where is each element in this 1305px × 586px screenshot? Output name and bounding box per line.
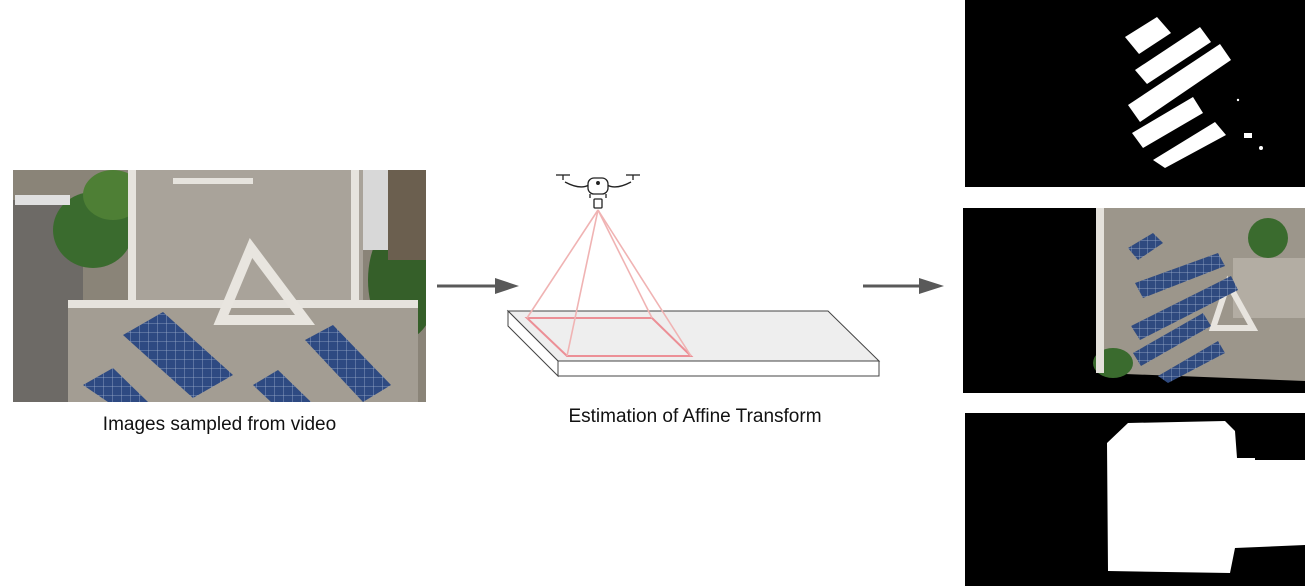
input-caption: Images sampled from video: [102, 414, 337, 435]
solar-panel-mask: [965, 0, 1305, 187]
arrow-right-icon: [437, 278, 519, 294]
solar-panel: [305, 325, 391, 402]
affine-transform-diagram: [506, 174, 881, 378]
drone-icon: [556, 174, 640, 209]
camera-frustum: [526, 209, 692, 357]
roof-surface: [128, 170, 363, 305]
input-aerial-image: [13, 170, 426, 402]
registered-aerial-image: [963, 208, 1305, 393]
transform-caption: Estimation of Affine Transform: [568, 406, 822, 427]
solar-panel: [83, 368, 148, 402]
triangle-structure: [213, 238, 315, 325]
solar-panel: [123, 312, 233, 398]
roof-mask: [965, 413, 1305, 586]
solar-panel: [253, 370, 311, 402]
arrow-right-icon: [863, 278, 944, 294]
